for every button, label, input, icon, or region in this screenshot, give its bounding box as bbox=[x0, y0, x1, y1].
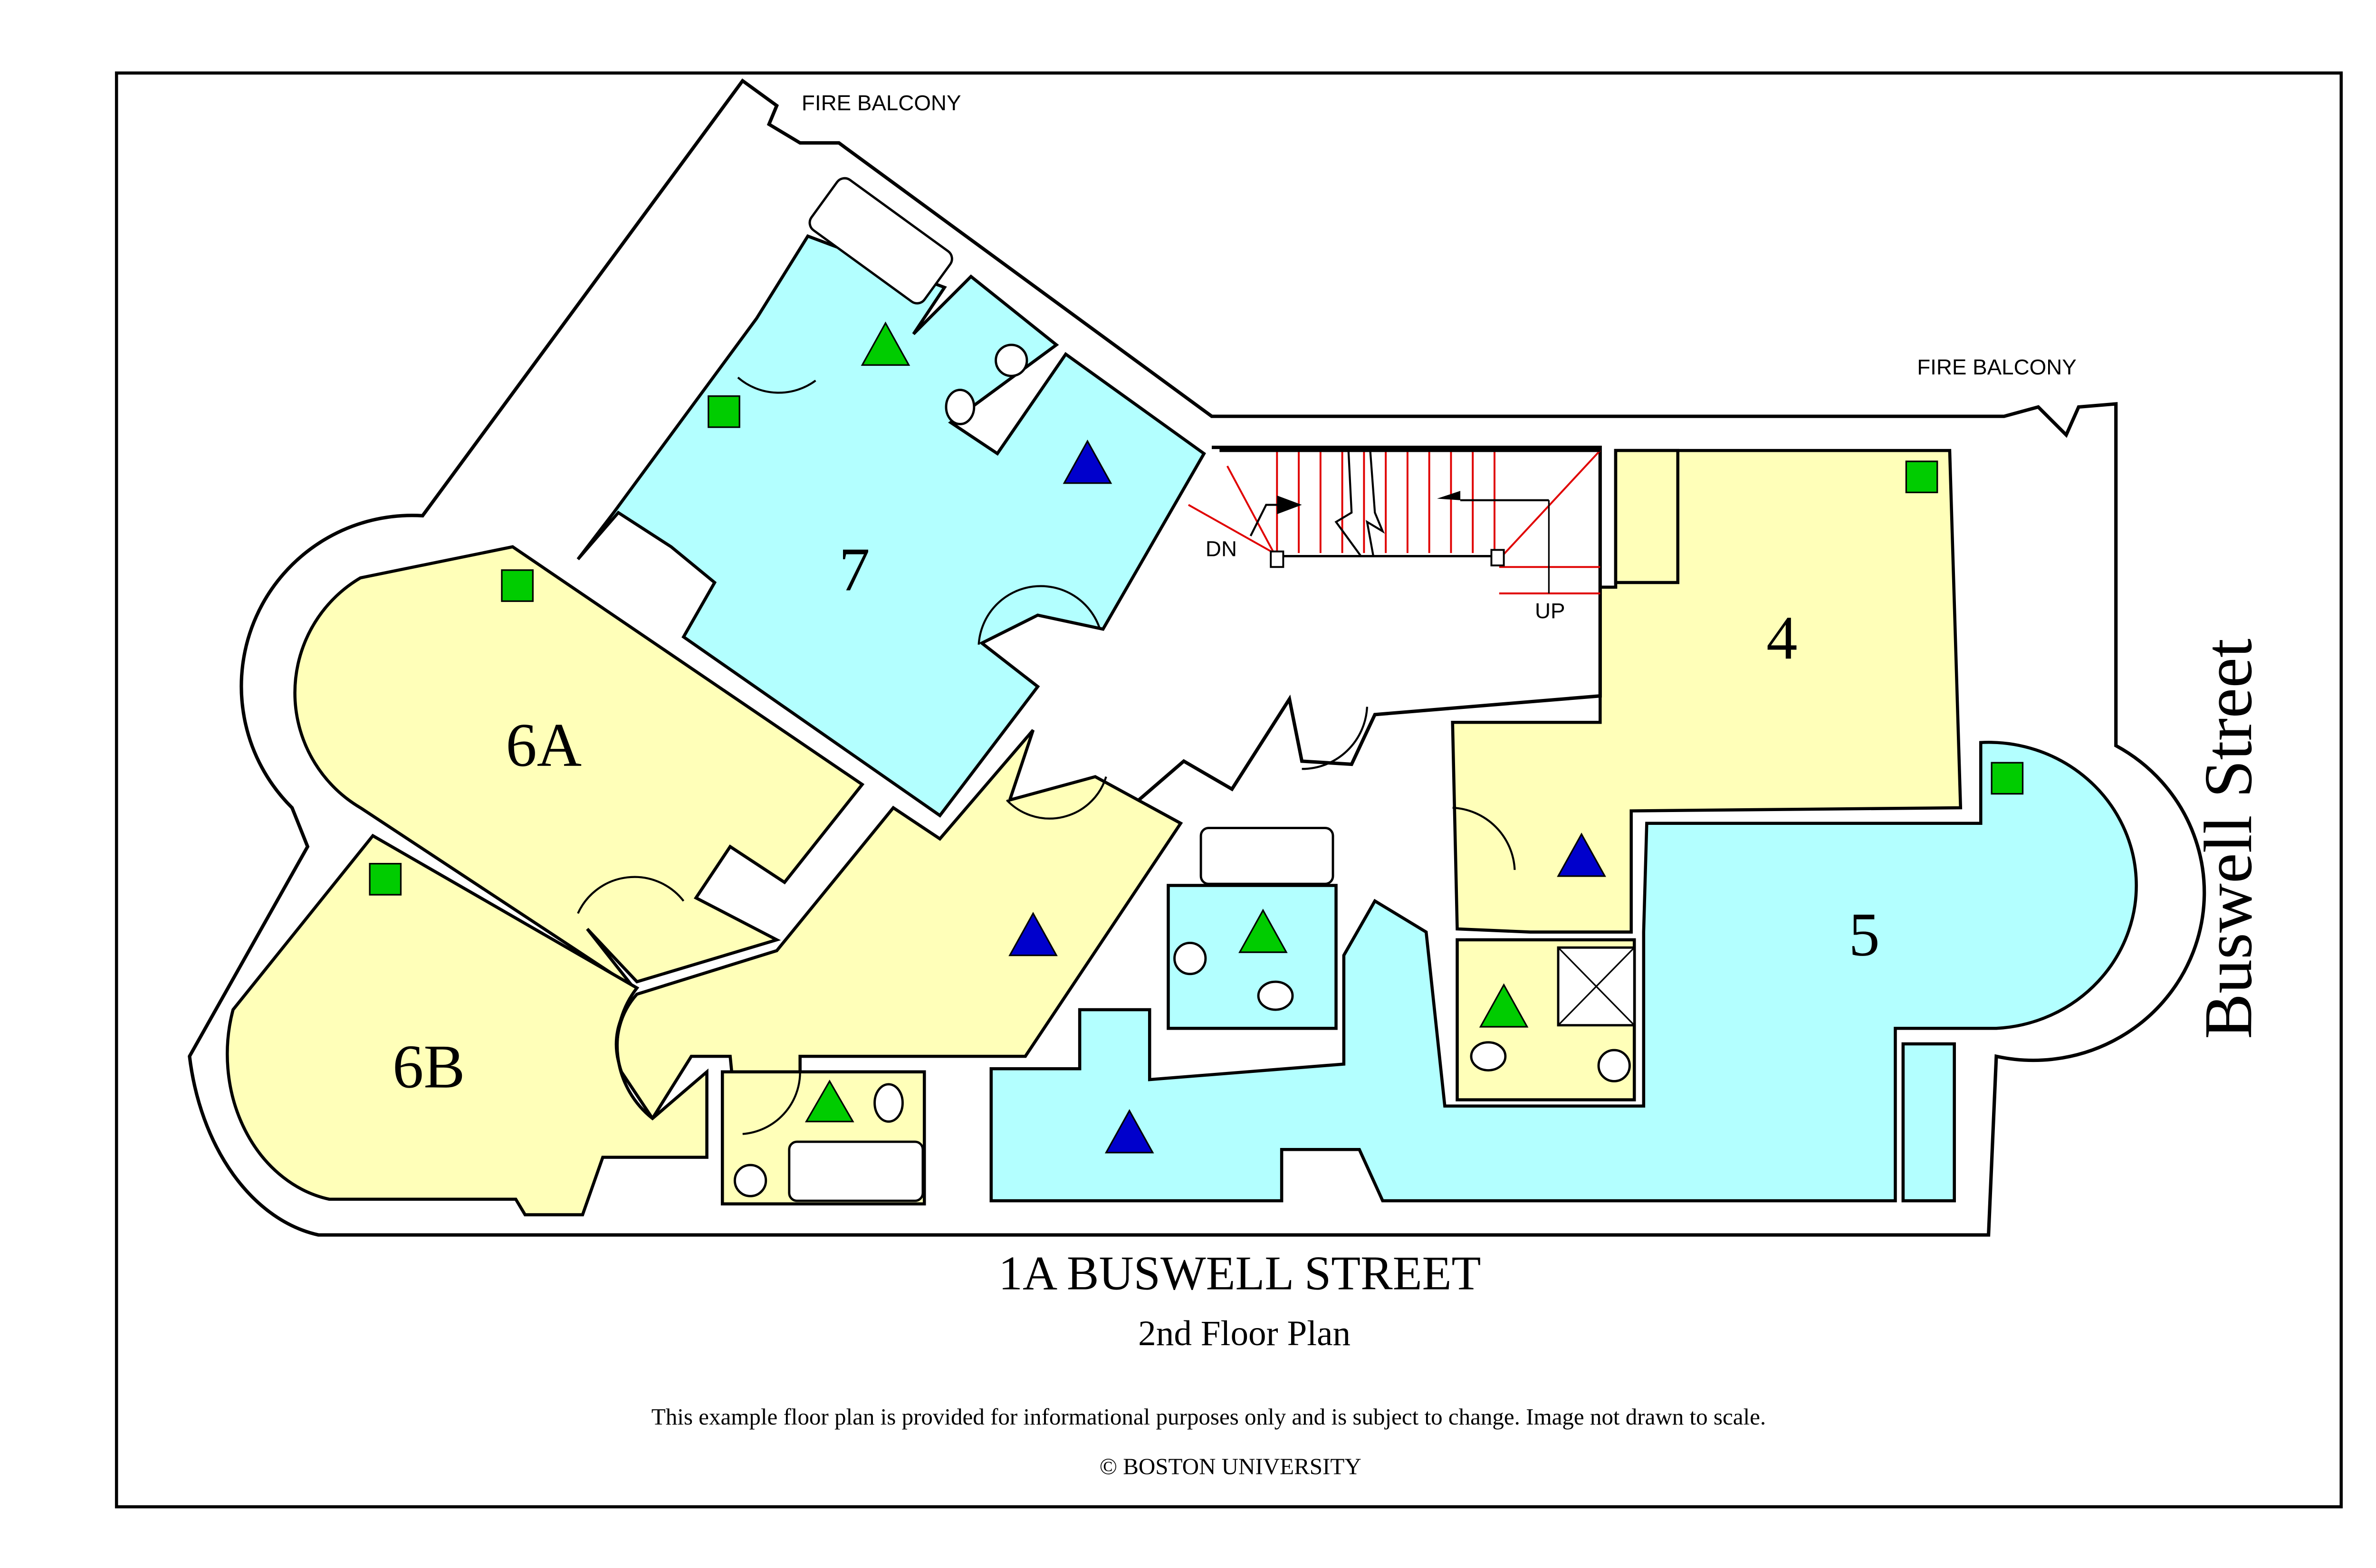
door-swings bbox=[577, 376, 1516, 1135]
sink-icon bbox=[873, 1083, 904, 1123]
green-triangle-marker bbox=[805, 1080, 854, 1123]
sink-icon bbox=[945, 389, 976, 425]
sink-icon bbox=[1470, 1041, 1507, 1071]
room-label-5: 5 bbox=[1849, 900, 1879, 969]
disclaimer: This example floor plan is provided for … bbox=[651, 1404, 1766, 1430]
blue-triangle-marker bbox=[1063, 440, 1112, 484]
shower-icon bbox=[1557, 946, 1636, 1027]
room-6a-area bbox=[293, 545, 865, 989]
green-triangle-marker bbox=[861, 321, 910, 366]
room-label-7: 7 bbox=[839, 535, 870, 604]
toilet-icon bbox=[995, 344, 1028, 377]
arrow-right-icon bbox=[1277, 495, 1302, 515]
staircase bbox=[1188, 449, 1601, 594]
toilet-icon bbox=[1597, 1049, 1631, 1082]
green-markers bbox=[369, 395, 2024, 896]
green-square-marker bbox=[1905, 460, 1938, 493]
arrow-left-icon bbox=[1437, 491, 1461, 500]
green-square-marker bbox=[369, 863, 402, 896]
room-label-4: 4 bbox=[1766, 603, 1797, 672]
bathtub-icon bbox=[808, 177, 953, 305]
copyright: © BOSTON UNIVERSITY bbox=[1100, 1453, 1361, 1480]
green-square-marker bbox=[708, 395, 740, 428]
green-triangle-marker bbox=[1238, 908, 1288, 953]
toilet-icon bbox=[733, 1164, 767, 1197]
outer-wall bbox=[188, 78, 2206, 1237]
sink-icon bbox=[1257, 980, 1294, 1011]
floor-subtitle: 2nd Floor Plan bbox=[1138, 1314, 1351, 1353]
building-title: 1A BUSWELL STREET bbox=[998, 1246, 1481, 1300]
toilet-icon bbox=[1173, 941, 1207, 975]
blue-triangles bbox=[1008, 440, 1606, 1154]
green-triangles bbox=[805, 321, 1529, 1123]
fixtures bbox=[733, 177, 1631, 1202]
room-label-6a: 6A bbox=[506, 711, 582, 780]
closet-5-area bbox=[1901, 1042, 1956, 1203]
green-triangle-marker bbox=[1479, 983, 1529, 1028]
room-5-area bbox=[989, 741, 2138, 1203]
bathtub-icon bbox=[788, 1140, 924, 1202]
green-square-marker bbox=[1991, 762, 2024, 795]
fire-balcony-label: FIRE BALCONY bbox=[1917, 355, 2077, 379]
blue-triangle-marker bbox=[1104, 1109, 1154, 1154]
room-areas bbox=[226, 234, 2138, 1216]
closet-4-area bbox=[1614, 449, 1680, 584]
stairs-down-label: DN bbox=[1206, 536, 1237, 561]
fire-balcony-label: FIRE BALCONY bbox=[802, 91, 961, 115]
blue-triangle-marker bbox=[1008, 911, 1058, 956]
blue-triangle-marker bbox=[1557, 832, 1606, 877]
bathtub-icon bbox=[1199, 827, 1334, 885]
room-7-area bbox=[576, 234, 1206, 818]
stairs-up-label: UP bbox=[1535, 599, 1565, 623]
green-square-marker bbox=[501, 569, 534, 602]
room-4-area bbox=[1451, 449, 1963, 934]
inner-wall bbox=[1137, 445, 1602, 802]
street-label: Buswell Street bbox=[2191, 639, 2266, 1039]
room-label-6b: 6B bbox=[393, 1032, 465, 1101]
room-6b-area bbox=[226, 833, 709, 1216]
